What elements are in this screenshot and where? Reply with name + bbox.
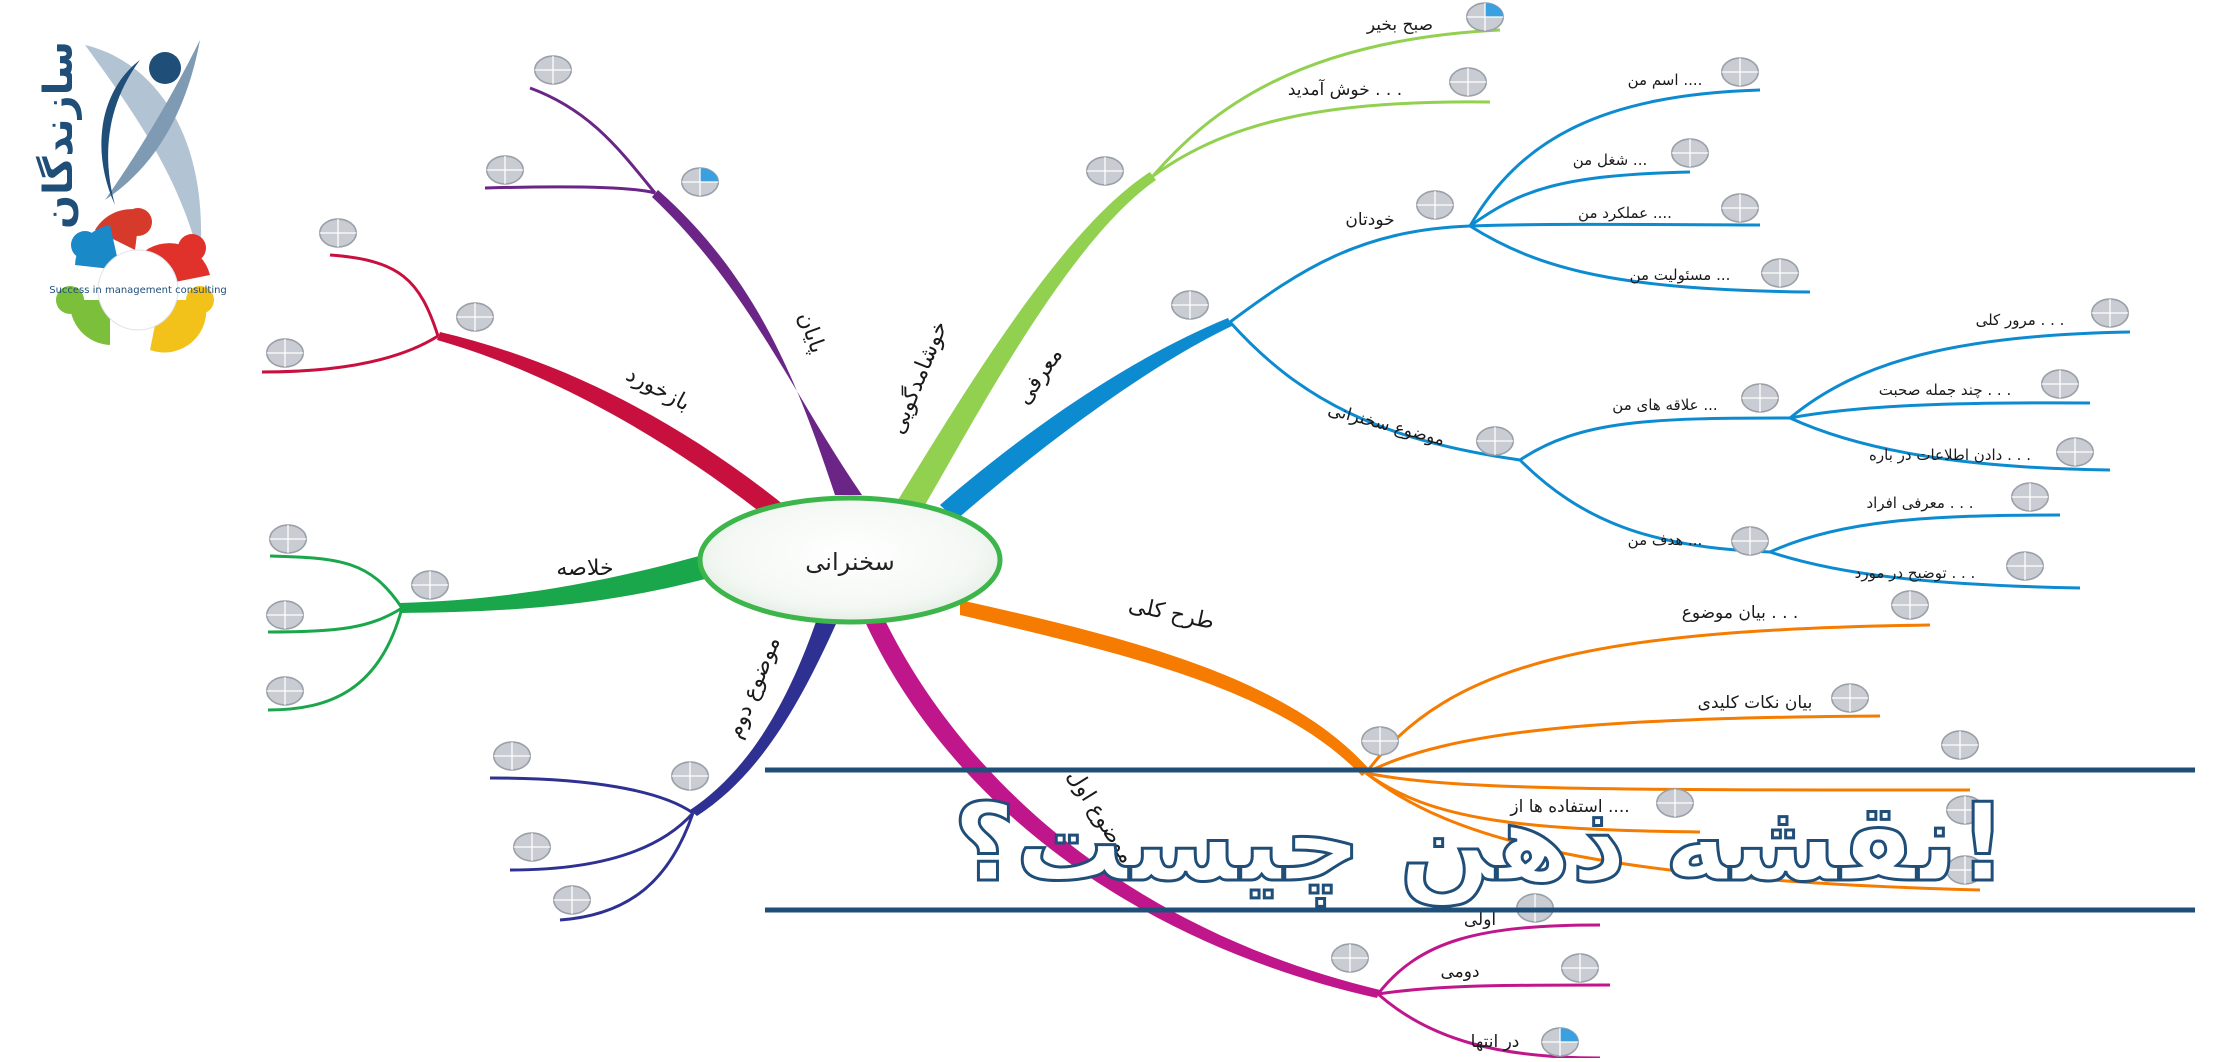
logo: Success in management consulting سازندگا… [35,40,227,353]
progress-icon[interactable] [2090,298,2130,328]
progress-icon[interactable] [1720,57,1760,87]
node-label: توضیح در مورد . . . [1855,564,1976,582]
progress-icon[interactable] [1415,190,1455,220]
progress-icon[interactable] [1475,426,1515,456]
node-label: در انتها [1471,1032,1520,1052]
center-node[interactable]: سخنرانی [697,495,1003,625]
progress-icon[interactable] [455,302,495,332]
progress-icon[interactable] [1740,383,1780,413]
progress-icon[interactable] [1330,943,1370,973]
branch-label-payan: پایان [792,309,830,357]
progress-icon[interactable] [1448,67,1488,97]
node-label: بیان موضوع . . . [1682,603,1799,623]
progress-icon[interactable] [552,885,592,915]
node-label: مرور کلی . . . [1976,311,2065,329]
progress-icon[interactable] [268,524,308,554]
progress-icon[interactable] [533,55,573,85]
progress-icon[interactable] [265,600,305,630]
node-label: عملکرد من .... [1578,204,1672,222]
progress-icon[interactable] [2010,482,2050,512]
node-label: دومی [1440,962,1479,982]
progress-icon[interactable] [492,741,532,771]
branch-label-moarefi: معرفی [1011,343,1068,409]
progress-icon[interactable] [670,761,710,791]
progress-icon[interactable] [512,832,552,862]
banner-title: نقشه ذهن چیست؟! [953,781,2007,907]
progress-icon[interactable] [680,167,720,197]
center-label: سخنرانی [805,548,894,576]
node-label: اولی [1464,910,1496,930]
progress-icon[interactable] [1940,730,1980,760]
title-banner: نقشه ذهن چیست؟! [765,767,2195,913]
progress-icon[interactable] [485,155,525,185]
node-label: دادن اطلاعات در باره . . . [1869,446,2031,464]
node-label: هدف من ... [1628,531,1703,549]
node-label: علاقه های من ... [1612,396,1717,414]
node-label: اسم من .... [1628,71,1703,89]
progress-icon[interactable] [1720,193,1760,223]
progress-icon[interactable] [1465,2,1505,32]
progress-icon[interactable] [318,218,358,248]
node-label: بیان نکات کلیدی [1698,693,1813,713]
node-label: چند جمله صحبت . . . [1879,381,2011,399]
progress-icon[interactable] [2040,369,2080,399]
node-label: شغل من ... [1573,151,1647,169]
progress-icon[interactable] [1760,258,1800,288]
branch-label-kholase: خلاصه [556,556,613,581]
logo-ring-text: Success in management consulting [49,285,227,296]
node-label: خوش آمدید . . . [1288,78,1402,100]
progress-icon[interactable] [1540,1027,1580,1057]
node-label: معرفی افراد . . . [1866,494,1973,512]
progress-icon[interactable] [265,338,305,368]
logo-text: سازندگان [35,41,82,229]
progress-icon[interactable] [410,570,450,600]
branch-label-tarh: طرح کلی [1126,592,1216,635]
progress-icon[interactable] [2055,437,2095,467]
progress-icon[interactable] [1830,683,1870,713]
progress-icon[interactable] [1085,156,1125,186]
progress-icon[interactable] [1560,953,1600,983]
node-label: موضوع سخنرانی [1326,400,1447,450]
branch-label-khoshamad: خوشامدگویی [884,317,953,438]
node-label: مسئولیت من ... [1630,266,1731,284]
progress-icon[interactable] [265,676,305,706]
progress-icon[interactable] [1360,726,1400,756]
node-label: خودتان [1345,210,1394,230]
progress-icon[interactable] [1730,526,1770,556]
node-label: صبح بخیر [1366,15,1433,35]
progress-icon[interactable] [1670,138,1710,168]
progress-icon[interactable] [2005,551,2045,581]
progress-icon[interactable] [1890,590,1930,620]
node-label: استفاده ها از .... [1509,797,1629,817]
progress-icon[interactable] [1170,290,1210,320]
